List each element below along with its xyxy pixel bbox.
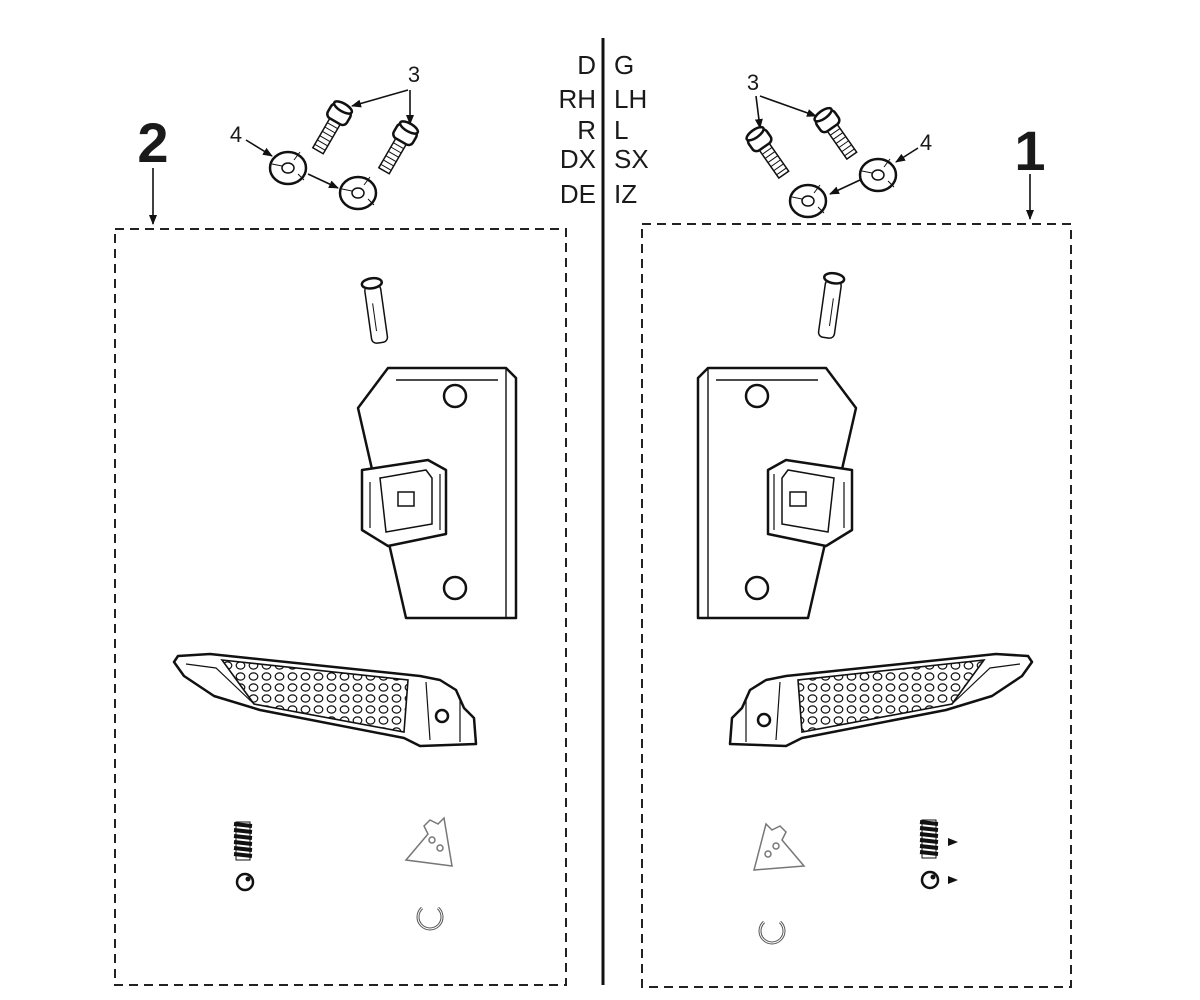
bracket-plate-icon <box>696 366 858 620</box>
callout-screw-right: 3 <box>747 70 759 95</box>
washer-icon <box>858 157 898 193</box>
pointer-icon <box>948 876 958 884</box>
footpeg-icon <box>728 652 1034 748</box>
kit-right-outline <box>641 223 1072 988</box>
kit-right-group: 1 3 4 <box>641 70 1072 988</box>
washer-icon <box>338 175 378 211</box>
kit-left-group: 2 3 4 <box>114 62 567 986</box>
side-code-right: RH <box>558 84 596 114</box>
heat-shield-plate-icon <box>404 816 453 867</box>
spring-icon <box>233 821 253 861</box>
washer-icon <box>788 183 828 219</box>
screw-icon <box>813 106 858 161</box>
callout-washer-right: 4 <box>920 130 932 155</box>
side-code-left: SX <box>614 144 649 174</box>
callout-arrow <box>829 179 861 195</box>
kit-number-right: 1 <box>1014 119 1045 182</box>
heat-shield-plate-icon <box>753 822 806 871</box>
pivot-pin-icon <box>360 276 389 344</box>
screw-icon <box>745 125 790 180</box>
side-code-left: L <box>614 115 628 145</box>
callout-arrow <box>759 95 817 117</box>
kit-number-left: 2 <box>137 111 168 174</box>
callout-washer-left: 4 <box>230 122 242 147</box>
callout-screw-left: 3 <box>408 62 420 87</box>
washer-icon <box>268 150 308 186</box>
side-code-right: R <box>577 115 596 145</box>
screw-icon <box>377 120 420 175</box>
circlip-icon <box>758 920 786 945</box>
detent-ball-icon <box>235 872 255 892</box>
spring-icon <box>919 819 939 859</box>
callout-arrow <box>245 139 273 157</box>
side-code-left: G <box>614 50 634 80</box>
callout-arrow <box>754 95 763 129</box>
bracket-plate-icon <box>356 366 518 620</box>
pointer-icon <box>948 838 958 846</box>
kit-left-outline <box>114 228 567 986</box>
side-code-right: DX <box>560 144 596 174</box>
callout-arrow <box>307 173 339 189</box>
side-code-table: D G RH LH R L DX SX DE IZ <box>558 50 648 209</box>
side-code-left: IZ <box>614 179 637 209</box>
pivot-pin-icon <box>817 271 846 339</box>
footpeg-icon <box>172 652 478 748</box>
side-code-right: DE <box>560 179 596 209</box>
circlip-icon <box>416 906 444 931</box>
side-code-left: LH <box>614 84 647 114</box>
detent-ball-icon <box>920 870 940 890</box>
callout-arrow <box>351 89 409 108</box>
side-code-right: D <box>577 50 596 80</box>
callout-arrow <box>895 147 919 163</box>
screw-icon <box>311 100 354 155</box>
